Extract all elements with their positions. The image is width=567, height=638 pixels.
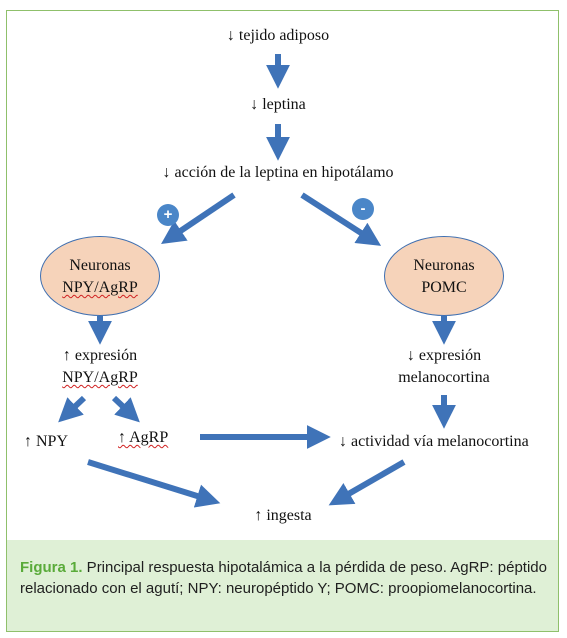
node-expresion-melanocortina-line2: melanocortina: [398, 369, 490, 386]
arrow-accion-to-pomc-neuron: [300, 192, 382, 246]
plus-sign-badge: +: [157, 204, 179, 226]
caption-panel: [6, 540, 559, 632]
arrow-expresion-to-npy: [58, 395, 87, 423]
node-actividad-melanocortina: ↓ actividad vía melanocortina: [339, 433, 529, 450]
node-npy: ↑ NPY: [24, 433, 69, 450]
neuron-npy-agrp-line2: NPY/AgRP: [62, 279, 138, 296]
minus-sign-badge: -: [352, 198, 374, 220]
node-agrp: ↑ AgRP: [118, 429, 169, 446]
neuron-npy-agrp-line1: Neuronas: [69, 257, 131, 274]
figure-label: Figura 1.: [20, 559, 83, 576]
neuron-pomc-line2: POMC: [421, 279, 467, 296]
node-tejido-adiposo: ↓ tejido adiposo: [226, 27, 330, 44]
node-accion-leptina: ↓ acción de la leptina en hipotálamo: [162, 164, 394, 181]
figure-caption: Figura 1. Principal respuesta hipotalámi…: [20, 557, 550, 599]
node-expresion-npy-line2: NPY/AgRP: [62, 369, 138, 386]
neuron-pomc: Neuronas POMC: [384, 236, 504, 316]
arrow-actividad-to-ingesta: [328, 459, 406, 506]
neuron-npy-agrp: Neuronas NPY/AgRP: [40, 236, 160, 316]
figure-caption-text: Principal respuesta hipotalámica a la pé…: [20, 559, 547, 597]
arrow-npy-to-ingesta: [87, 459, 221, 508]
arrow-accion-to-npy-neuron: [161, 192, 236, 245]
node-leptina: ↓ leptina: [250, 96, 306, 113]
node-expresion-npy-line1: ↑ expresión: [62, 347, 138, 364]
neuron-pomc-line1: Neuronas: [413, 257, 475, 274]
node-expresion-melanocortina-line1: ↓ expresión: [406, 347, 482, 364]
arrow-expresion-to-agrp: [111, 395, 140, 423]
node-ingesta: ↑ ingesta: [254, 507, 312, 524]
